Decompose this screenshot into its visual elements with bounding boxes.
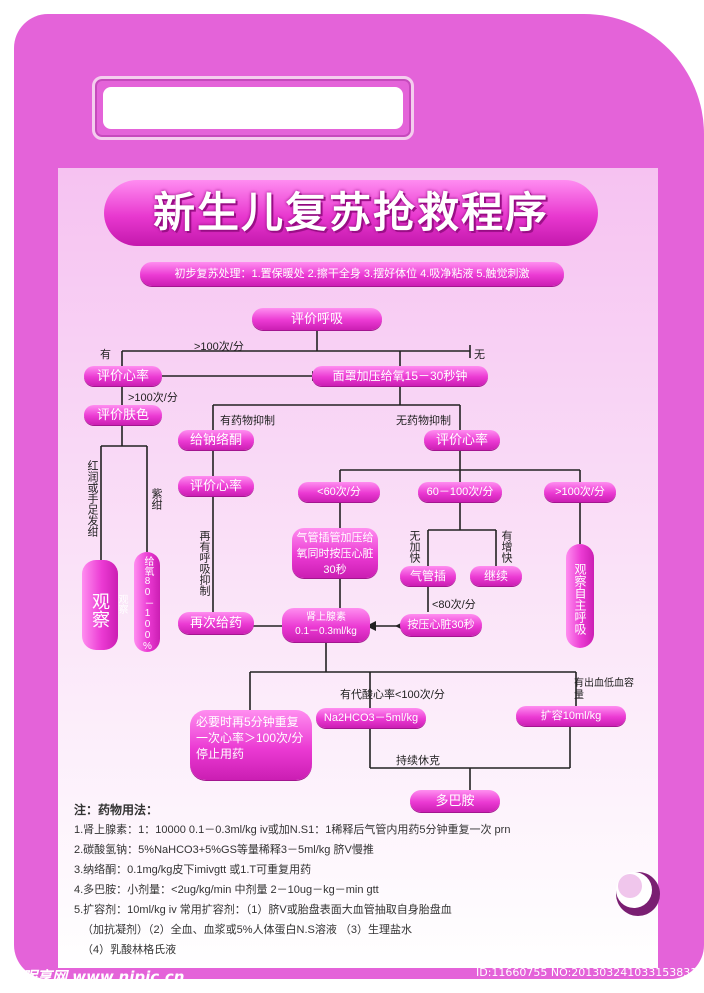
epinephrine-dose: 0.1－0.3ml/kg xyxy=(295,626,357,637)
observe-spontaneous-breathing-node: 观察自主呼吸 xyxy=(566,544,594,648)
blank-label-box xyxy=(92,76,414,140)
repeat-note-node: 必要时再5分钟重复一次心率＞100次/分停止用药 xyxy=(190,710,312,780)
naloxone-node: 给钠络酮 xyxy=(178,430,254,450)
edge-label-gt100-skin: >100次/分 xyxy=(128,392,178,404)
continue-node: 继续 xyxy=(470,566,522,586)
notes-line: 5.扩容剂：10ml/kg iv 常用扩容剂：（1）脐V或胎盘表面大血管抽取自身… xyxy=(74,904,452,916)
evaluate-heart-rate-node-3: 评价心率 xyxy=(424,430,500,450)
dopamine-node: 多巴胺 xyxy=(410,790,500,812)
evaluate-heart-rate-node-2: 评价心率 xyxy=(178,476,254,496)
volume-expansion-node: 扩容10ml/kg xyxy=(516,706,626,726)
notes-line: （4）乳酸林格氏液 xyxy=(82,944,177,956)
chest-compression-node: 按压心脏30秒 xyxy=(400,614,482,636)
medication-notes: 注：药物用法： 1.肾上腺素：1：10000 0.1－0.3ml/kg iv或加… xyxy=(74,800,634,960)
page-title: 新生儿复苏抢救程序 xyxy=(152,188,549,237)
edge-label-cyanosis: 紫绀 xyxy=(150,488,162,510)
evaluate-skin-color-node: 评价肤色 xyxy=(84,405,162,425)
epinephrine-node: 肾上腺素 0.1－0.3ml/kg xyxy=(282,608,370,642)
hr-60-100-node: 60－100次/分 xyxy=(418,482,502,502)
title-banner xyxy=(104,180,598,246)
intubate-compress-node: 气管插管加压给氧同时按压心脏30秒 xyxy=(292,528,378,578)
notes-line: （加抗凝剂）（2）全血、血浆或5%人体蛋白N.S溶液 （3）生理盐水 xyxy=(82,924,413,936)
page-curl-decoration xyxy=(616,872,660,916)
notes-line: 2.碳酸氢钠：5%NaHCO3+5%GS等量稀释3－5ml/kg 脐V慢推 xyxy=(74,844,374,856)
initial-resuscitation-steps: 初步复苏处理：1.置保暖处 2.擦干全身 3.摆好体位 4.吸净粘液 5.触觉刺… xyxy=(140,262,564,286)
edge-label-yes: 有 xyxy=(100,349,111,361)
sodium-bicarbonate-node: Na2HCO3－5ml/kg xyxy=(316,708,426,728)
watermark-logo: 昵享网 www.nipic.cn xyxy=(22,968,185,986)
mask-oxygen-node: 面罩加压给氧15－30秒钟 xyxy=(312,366,488,386)
edge-label-gt100-top: >100次/分 xyxy=(194,341,244,353)
repeat-drug-node: 再次给药 xyxy=(178,612,254,634)
edge-label-metabolic-acidosis: 有代酸心率<100次/分 xyxy=(340,689,445,701)
edge-label-red-pink: 红润或手足发绀 xyxy=(86,460,98,537)
notes-heading: 注：药物用法： xyxy=(74,803,159,817)
notes-line: 4.多巴胺：小剂量：<2ug/kg/min 中剂量 2－10ug－kg－min … xyxy=(74,884,379,896)
edge-label-no: 无 xyxy=(474,349,485,361)
edge-label-no-drug-depression: 无药物抑制 xyxy=(396,415,451,427)
watermark-id: ID:11660755 NO:20130324103315383111 xyxy=(476,966,704,979)
observe-node: 观察 xyxy=(82,560,118,650)
edge-label-again-resp-depression: 再有呼吸抑制 xyxy=(198,530,210,596)
evaluate-breathing-node: 评价呼吸 xyxy=(252,308,382,330)
edge-label-no-increase: 无加快 xyxy=(408,530,420,563)
epinephrine-title: 肾上腺素 xyxy=(306,612,346,623)
edge-label-with-drug-depression: 有药物抑制 xyxy=(220,415,275,427)
hr-above-100-node: >100次/分 xyxy=(544,482,616,502)
evaluate-heart-rate-node-1: 评价心率 xyxy=(84,366,162,386)
edge-label-persistent-shock: 持续休克 xyxy=(396,755,440,767)
edge-label-lt80: <80次/分 xyxy=(432,599,476,611)
intubation-node: 气管插 xyxy=(400,566,456,586)
oxygen-observe-node: 给氧80－100%观察 xyxy=(116,552,160,652)
edge-label-blood-loss: 有出血低血容量 xyxy=(574,678,634,701)
notes-line: 1.肾上腺素：1：10000 0.1－0.3ml/kg iv或加N.S1：1稀释… xyxy=(74,824,511,836)
edge-label-increase: 有增快 xyxy=(500,530,512,563)
notes-line: 3.纳络酮：0.1mg/kg皮下imivgtt 或1.T可重复用药 xyxy=(74,864,312,876)
hr-below-60-node: <60次/分 xyxy=(298,482,380,502)
